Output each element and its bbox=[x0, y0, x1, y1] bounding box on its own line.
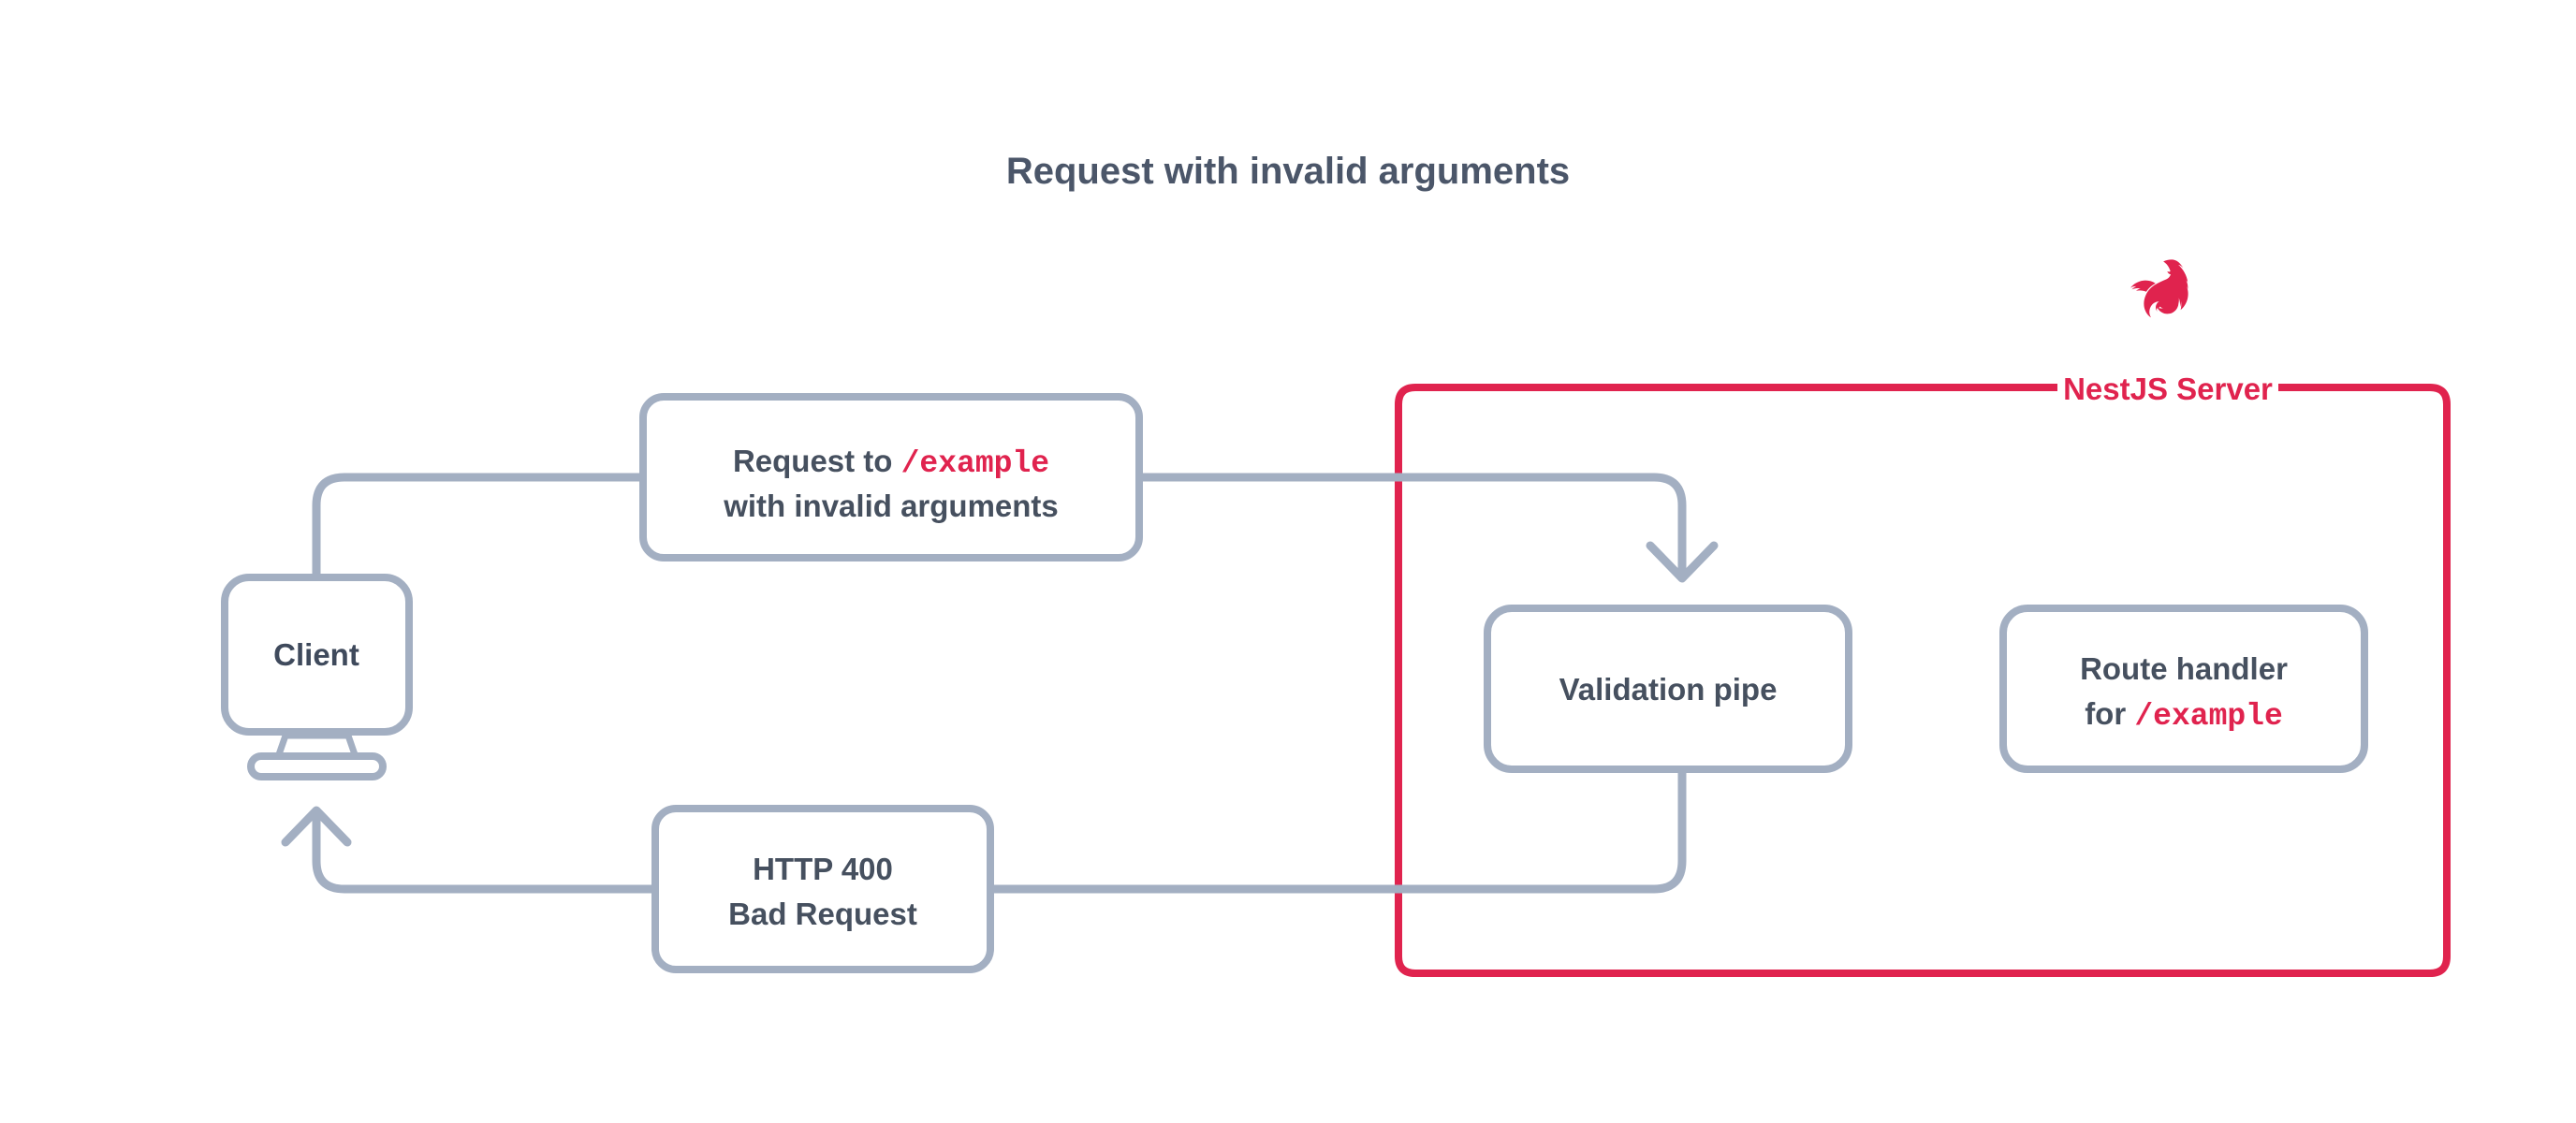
route-handler-line2-prefix: for bbox=[2085, 696, 2134, 731]
validation-pipe-node[interactable]: Validation pipe bbox=[1484, 605, 1852, 773]
request-box-line1-prefix: Request to bbox=[733, 444, 901, 478]
route-handler-line1: Route handler bbox=[2080, 651, 2288, 686]
connector-request-arrowhead bbox=[1646, 541, 1719, 583]
response-box-line2: Bad Request bbox=[728, 897, 917, 931]
route-handler-line2: for /example bbox=[2085, 696, 2283, 734]
route-handler-line2-code: /example bbox=[2134, 699, 2282, 734]
connector-response-line bbox=[312, 765, 1687, 894]
response-box bbox=[651, 805, 994, 973]
request-box-line1: Request to /example bbox=[733, 444, 1049, 481]
route-handler-box bbox=[1999, 605, 2368, 773]
request-box-line2: with invalid arguments bbox=[723, 489, 1059, 523]
nestjs-logo-icon bbox=[2130, 259, 2188, 318]
request-box-line1-code: /example bbox=[901, 446, 1049, 481]
server-group-border-top-left bbox=[1395, 384, 2057, 417]
validation-pipe-box bbox=[1484, 605, 1852, 773]
server-group-label: NestJS Server bbox=[2063, 372, 2273, 406]
page-title: Request with invalid arguments bbox=[1006, 151, 1570, 192]
client-node[interactable]: Client bbox=[221, 574, 413, 780]
response-box-line1: HTTP 400 bbox=[753, 852, 893, 886]
route-handler-node[interactable]: Route handler for /example bbox=[1999, 605, 2368, 773]
validation-pipe-label: Validation pipe bbox=[1559, 672, 1778, 707]
request-box-node[interactable]: Request to /example with invalid argumen… bbox=[639, 393, 1143, 562]
server-group-border-top-right bbox=[2278, 384, 2451, 417]
connector-response-arrowhead bbox=[281, 806, 352, 847]
monitor-base-icon bbox=[247, 752, 387, 780]
client-label: Client bbox=[273, 637, 359, 672]
server-group-border-left bbox=[1395, 417, 1432, 977]
request-box bbox=[639, 393, 1143, 562]
monitor-icon bbox=[221, 574, 413, 736]
response-box-node[interactable]: HTTP 400 Bad Request bbox=[651, 805, 994, 973]
server-group-border-bottom-right bbox=[1415, 417, 2451, 977]
